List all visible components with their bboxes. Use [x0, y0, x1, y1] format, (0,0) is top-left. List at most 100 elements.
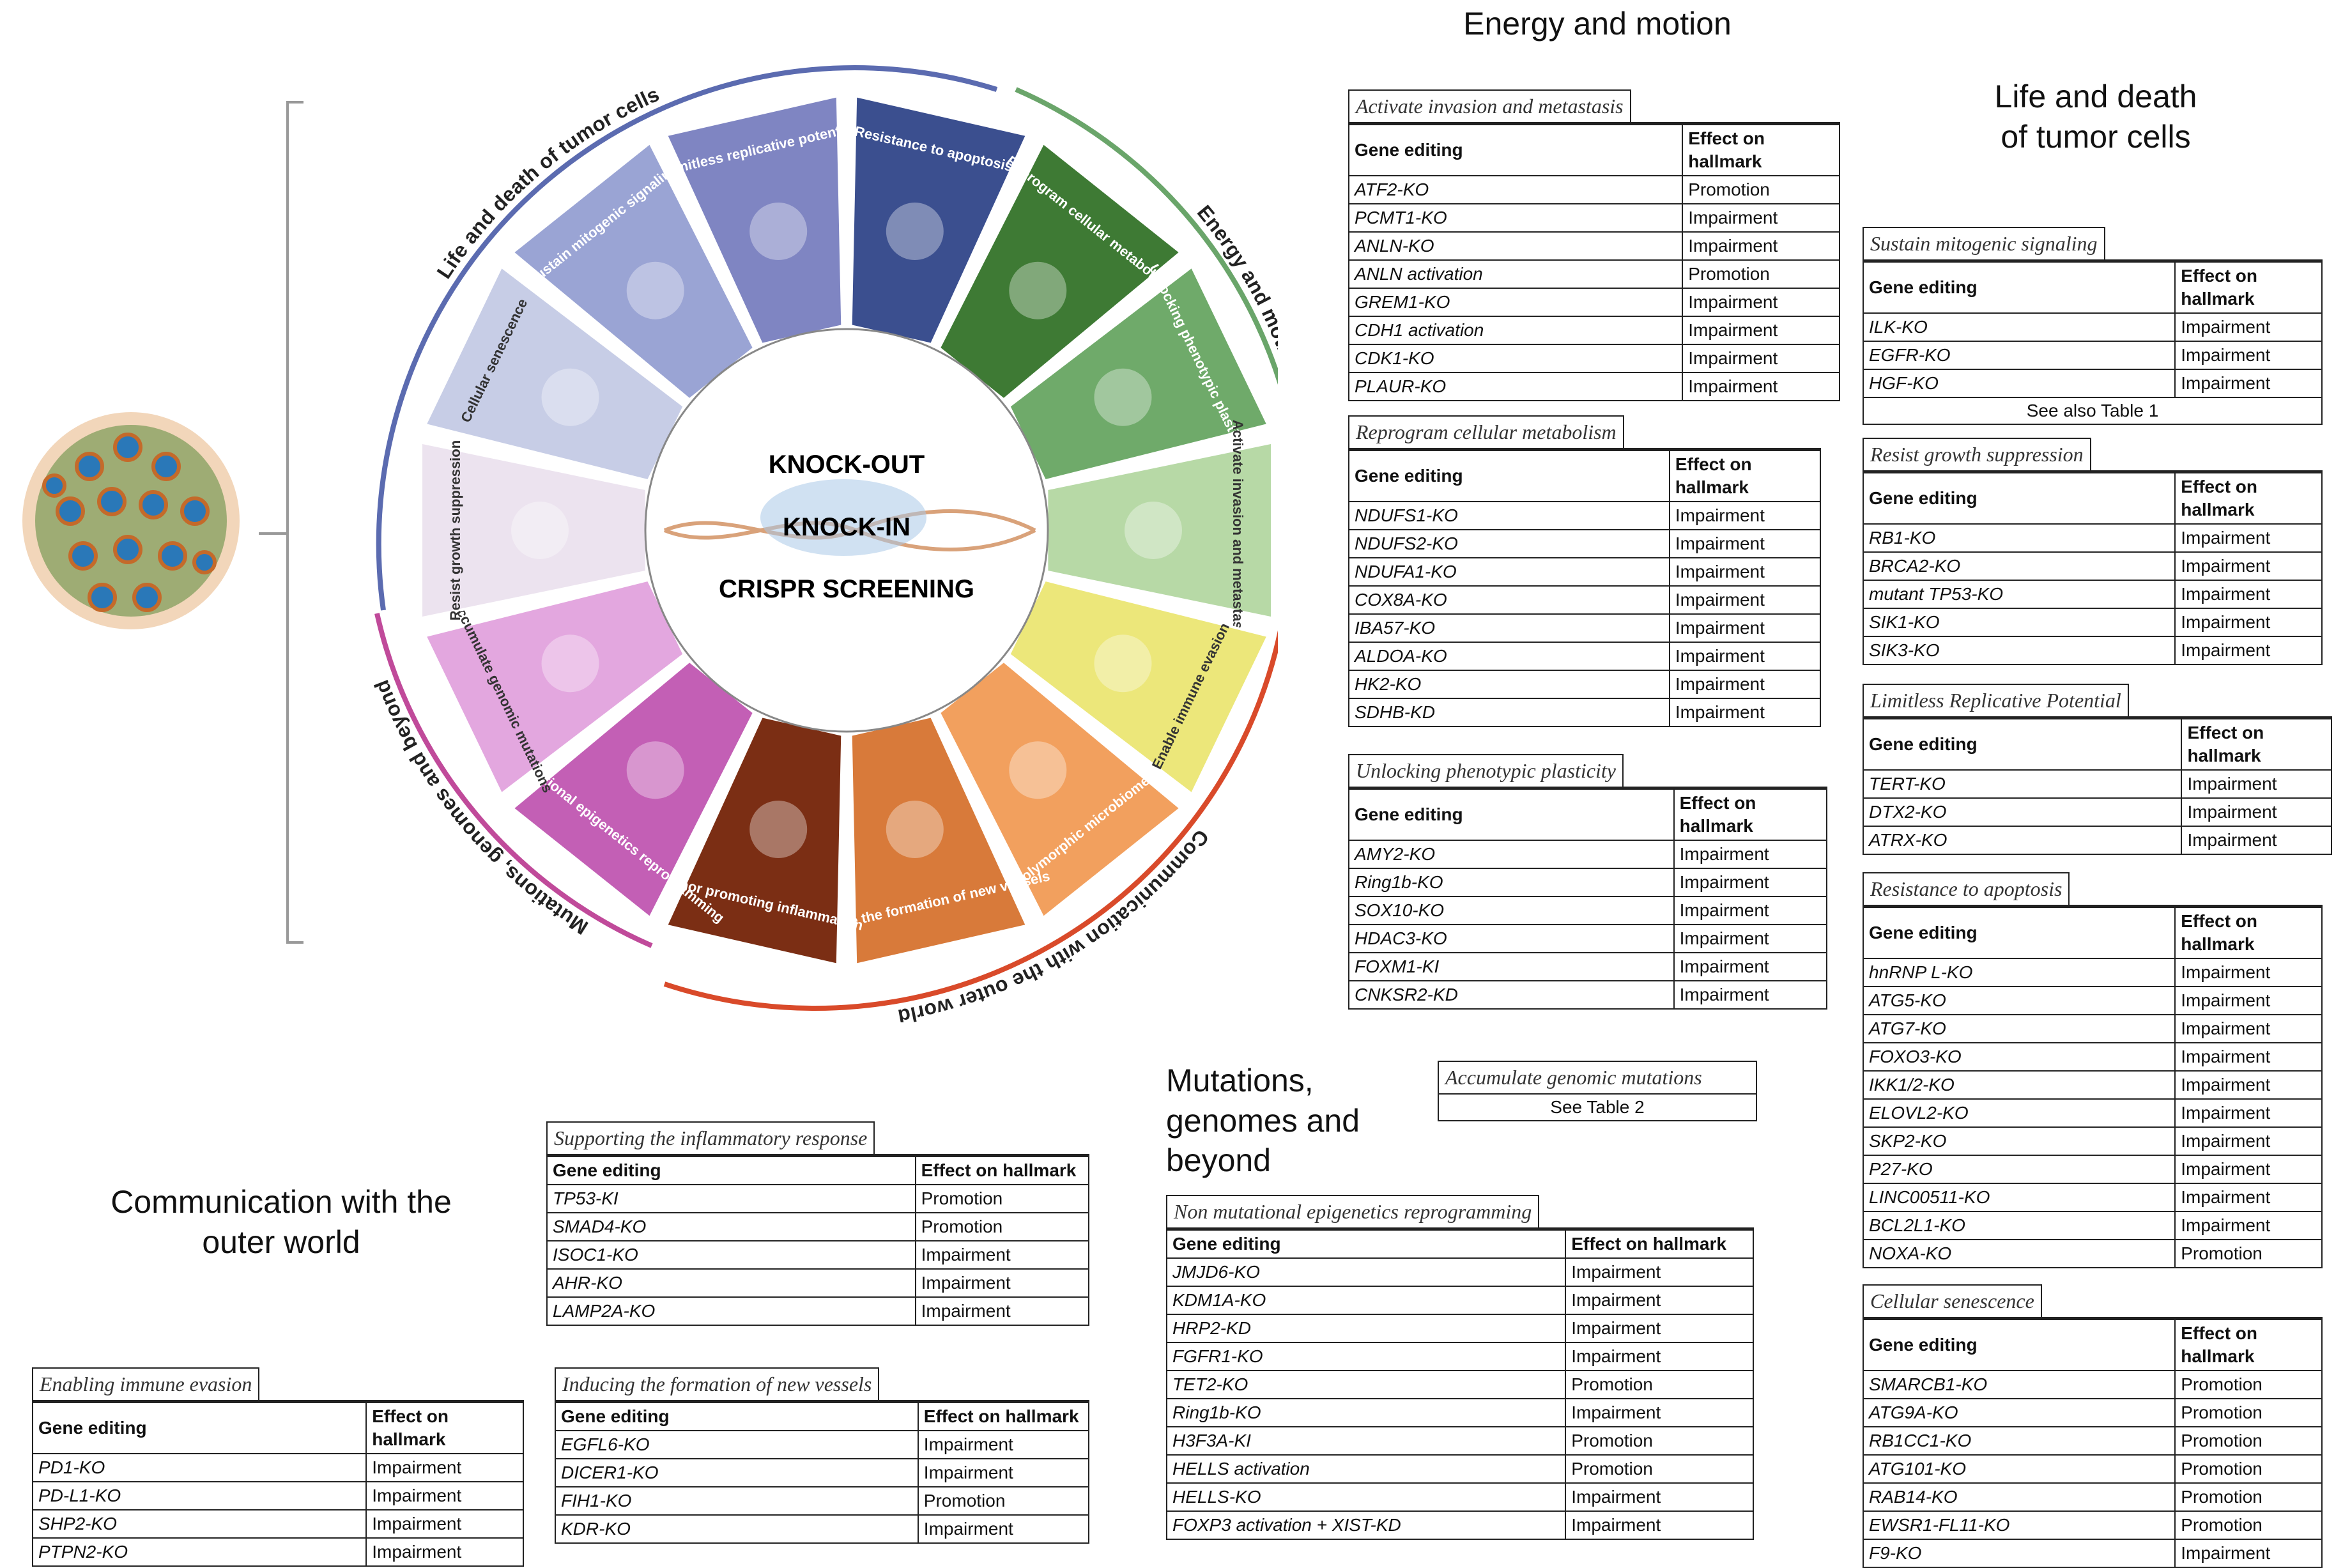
effect-cell: Impairment [2181, 826, 2332, 855]
header-gene-editing: Gene editing [1862, 261, 2176, 314]
gene-cell: EWSR1-FL11-KO [1862, 1510, 2176, 1540]
effect-cell: Impairment [917, 1430, 1090, 1459]
gene-cell: KDM1A-KO [1165, 1286, 1567, 1315]
accumulate-title: Accumulate genomic mutations [1438, 1061, 1757, 1095]
header-gene-editing: Gene editing [1348, 450, 1670, 502]
effect-cell: Impairment [1565, 1482, 1754, 1512]
effect-cell: Impairment [365, 1537, 524, 1567]
center-line3: CRISPR SCREENING [719, 575, 974, 603]
header-effect: Effect on hallmark [917, 1402, 1090, 1431]
tumor-icon [22, 412, 240, 629]
gene-cell: PD1-KO [31, 1453, 367, 1482]
effect-cell: Impairment [1673, 868, 1828, 897]
header-gene-editing: Gene editing [1862, 472, 2176, 525]
cross-icon [886, 203, 944, 261]
effect-cell: Promotion [2174, 1482, 2323, 1512]
gene-cell: hnRNP L-KO [1862, 958, 2176, 987]
gene-cell: EGFR-KO [1862, 341, 2176, 370]
gene-cell: P27-KO [1862, 1155, 2176, 1184]
header-gene-editing: Gene editing [555, 1402, 919, 1431]
gene-cell: ANLN activation [1348, 259, 1684, 289]
effect-cell: Impairment [1668, 670, 1822, 699]
gene-cell: HELLS activation [1165, 1454, 1567, 1484]
gene-cell: JMJD6-KO [1165, 1257, 1567, 1287]
effect-cell: Impairment [2174, 312, 2323, 342]
gene-cell: RB1-KO [1862, 523, 2176, 553]
gene-cell: ISOC1-KO [546, 1240, 916, 1270]
gene-cell: SIK1-KO [1862, 608, 2176, 637]
effect-cell: Impairment [1565, 1286, 1754, 1315]
gene-cell: SOX10-KO [1348, 896, 1675, 925]
gene-cell: ATG9A-KO [1862, 1398, 2176, 1427]
effect-cell: Impairment [1668, 529, 1822, 558]
effect-cell: Impairment [1565, 1342, 1754, 1371]
effect-cell: Impairment [365, 1509, 524, 1539]
effect-cell: Promotion [1682, 259, 1840, 289]
gene-cell: SMARCB1-KO [1862, 1370, 2176, 1399]
wheel-segment-label: Activate invasion and metastasis [1230, 420, 1246, 641]
key-icon [1094, 368, 1152, 426]
effect-cell: Impairment [1673, 952, 1828, 981]
gene-cell: ATG101-KO [1862, 1454, 2176, 1484]
gene-cell: TP53-KI [546, 1184, 916, 1213]
header-effect: Effect on hallmark [1565, 1229, 1754, 1259]
wheel-segment-label: Resist growth suppression [447, 440, 463, 620]
gene-cell: NDUFS2-KO [1348, 529, 1670, 558]
gene-cell: FGFR1-KO [1165, 1342, 1567, 1371]
header-effect: Effect on hallmark [2174, 907, 2323, 959]
bracket [259, 101, 303, 944]
table-note: See also Table 1 [1863, 398, 2323, 425]
table-title: Activate invasion and metastasis [1348, 89, 1631, 122]
effect-cell: Impairment [2174, 580, 2323, 609]
effect-cell: Impairment [914, 1268, 1090, 1298]
gene-cell: RAB14-KO [1862, 1482, 2176, 1512]
table-title: Inducing the formation of new vessels [555, 1367, 880, 1400]
gene-cell: IBA57-KO [1348, 613, 1670, 643]
header-gene-editing: Gene editing [1348, 788, 1675, 841]
effect-cell: Promotion [2174, 1454, 2323, 1484]
header-gene-editing: Gene editing [1348, 124, 1684, 176]
gene-cell: CDK1-KO [1348, 344, 1684, 373]
gene-cell: DTX2-KO [1862, 797, 2183, 827]
gene-cell: FIH1-KO [555, 1486, 919, 1516]
table-title: Resist growth suppression [1863, 438, 2091, 470]
effect-cell: Promotion [914, 1184, 1090, 1213]
effect-cell: Impairment [1682, 372, 1840, 401]
